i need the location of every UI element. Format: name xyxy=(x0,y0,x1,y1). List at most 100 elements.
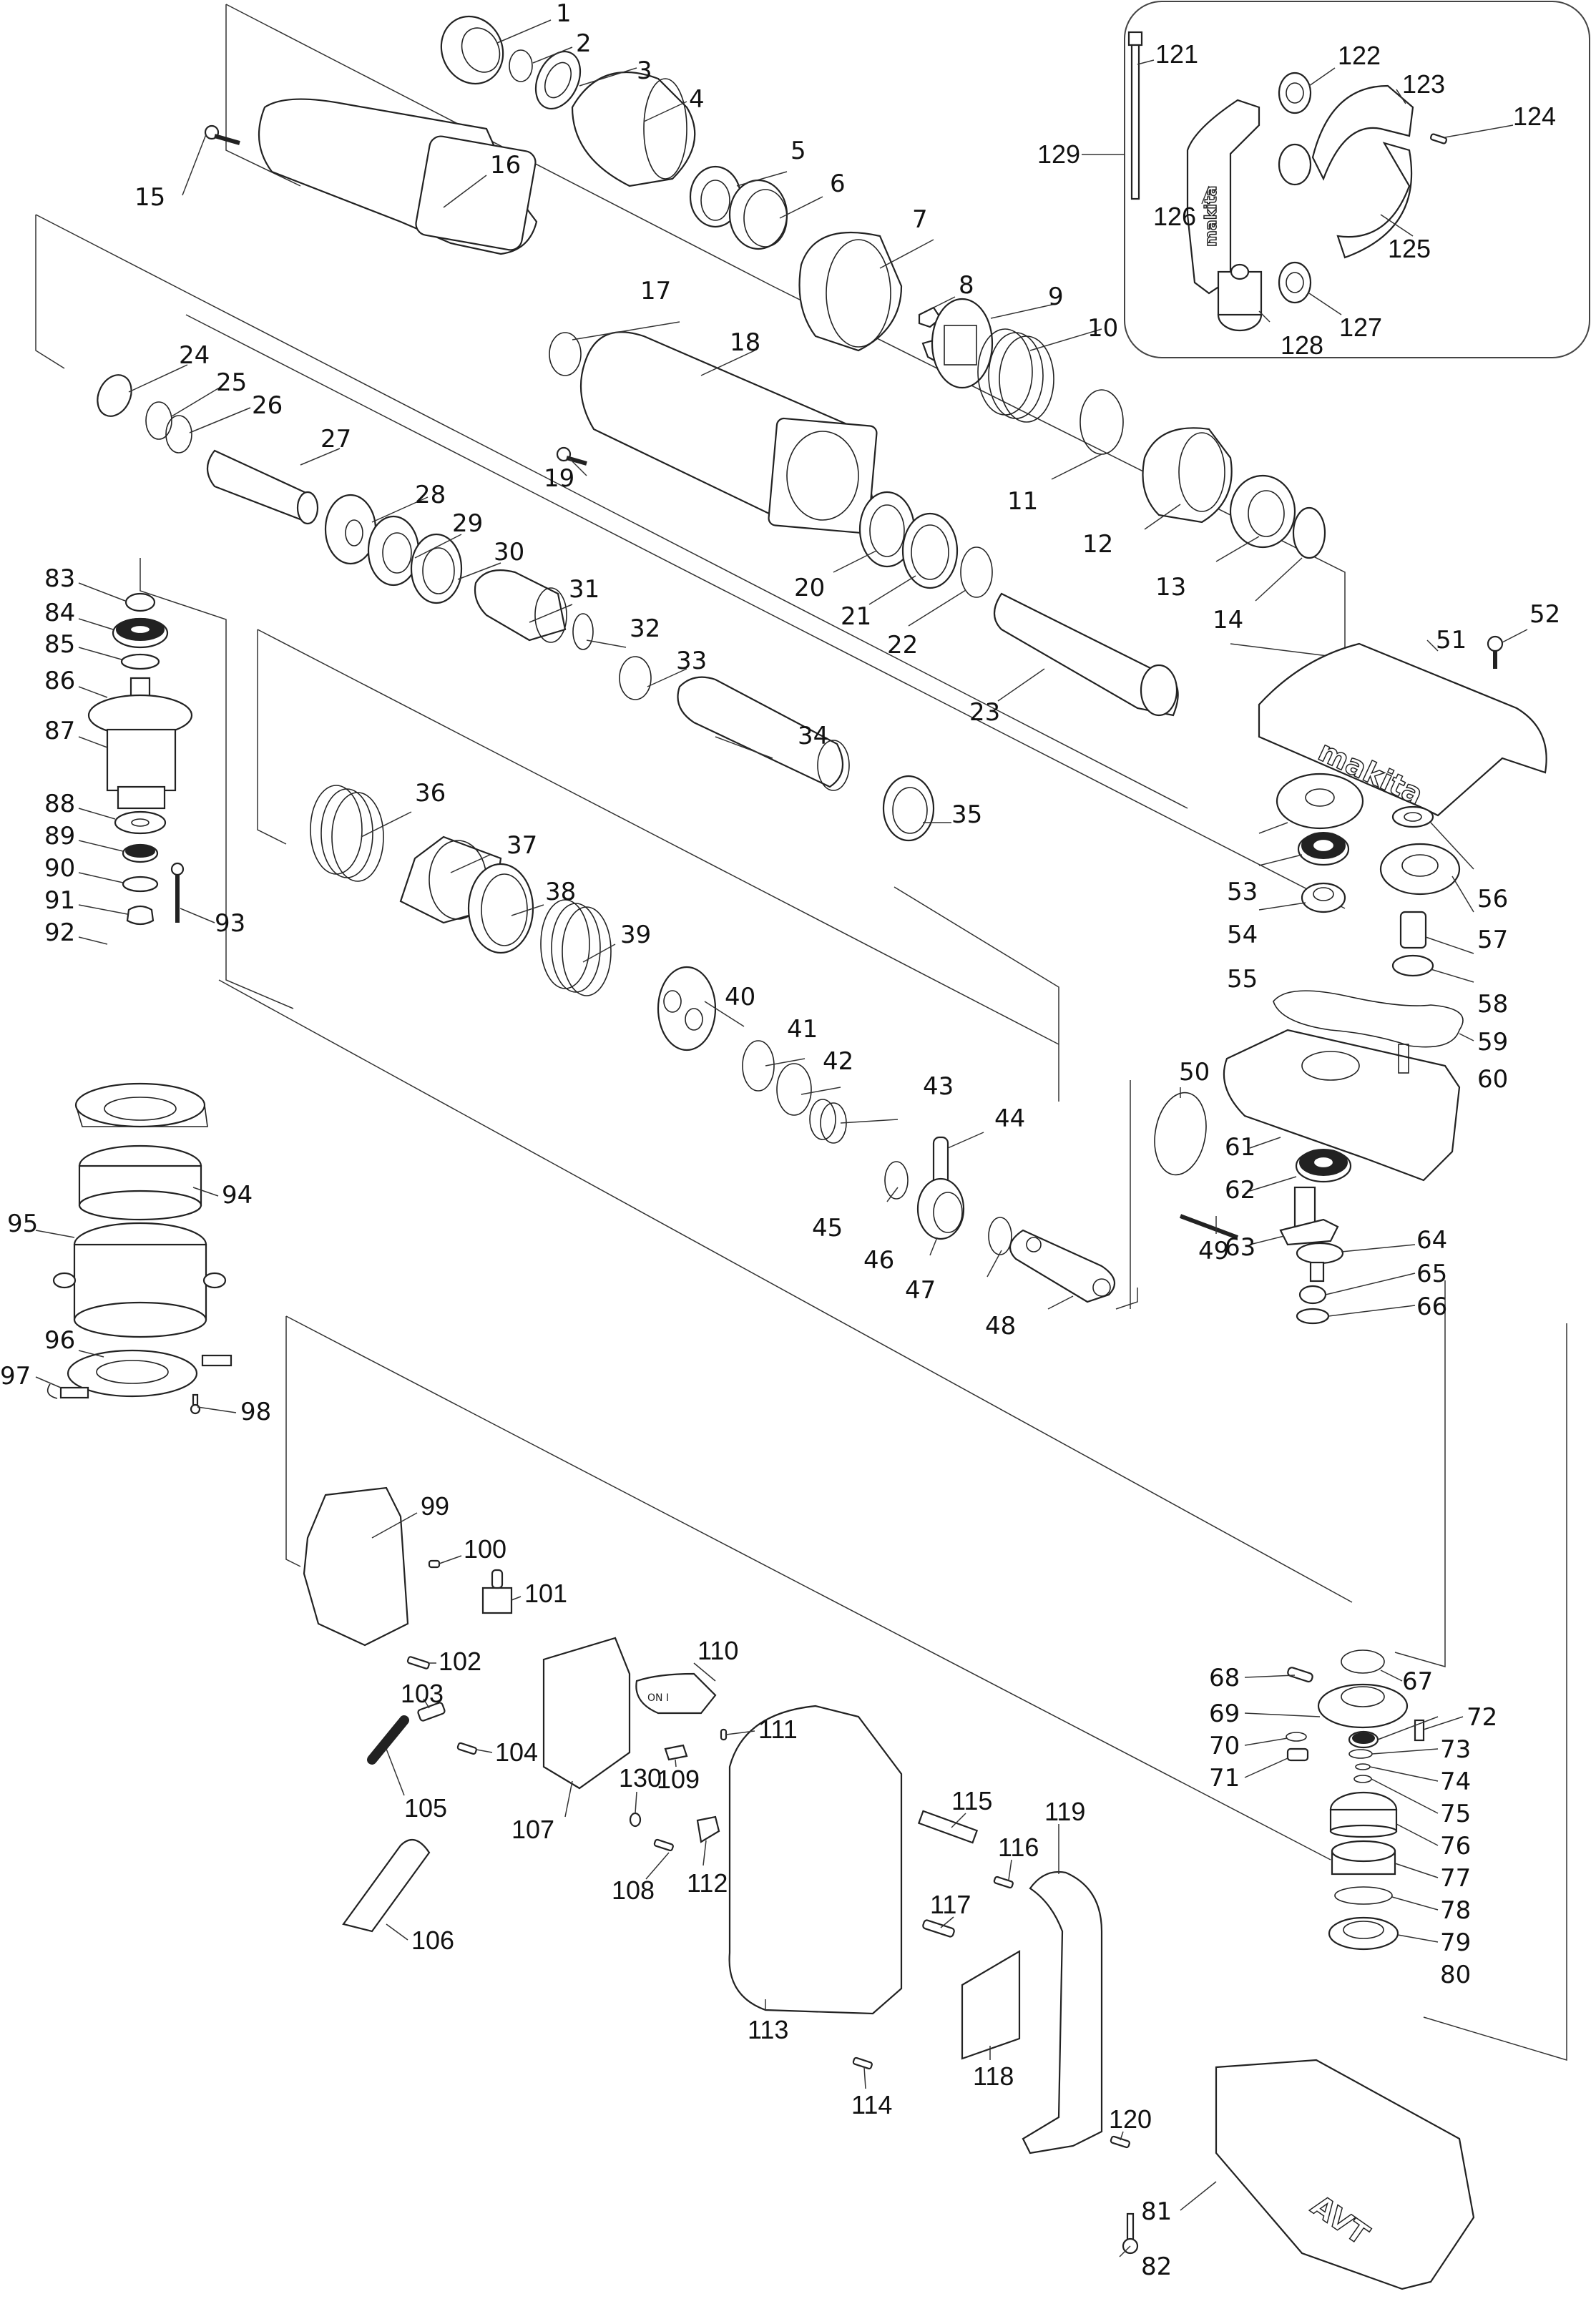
part-shape-111 xyxy=(720,1728,728,1741)
callout-66: 66 xyxy=(1416,1293,1447,1321)
part-shape-66 xyxy=(1296,1308,1330,1325)
callout-49: 49 xyxy=(1198,1237,1229,1265)
part-shape-49 xyxy=(1179,1214,1239,1240)
part-shape-53 xyxy=(1276,773,1364,830)
callout-103: 103 xyxy=(401,1679,444,1708)
part-shape-90 xyxy=(122,876,159,893)
callout-130: 130 xyxy=(619,1763,662,1793)
callout-78: 78 xyxy=(1440,1896,1471,1925)
callout-22: 22 xyxy=(887,631,918,660)
callout-19: 19 xyxy=(544,464,574,493)
part-shape-32 xyxy=(572,613,594,650)
part-shape-116 xyxy=(993,1876,1014,1889)
callout-124: 124 xyxy=(1513,102,1556,131)
part-shape-83 xyxy=(124,592,156,612)
callout-94: 94 xyxy=(222,1181,253,1210)
callout-93: 93 xyxy=(215,909,245,938)
callout-21: 21 xyxy=(841,602,871,631)
part-shape-50 xyxy=(1154,1092,1207,1176)
callout-115: 115 xyxy=(951,1786,992,1815)
part-shape-52 xyxy=(1487,635,1504,669)
callout-72: 72 xyxy=(1467,1703,1497,1732)
part-shape-30 xyxy=(410,533,463,604)
part-shape-14 xyxy=(1292,506,1326,559)
group-outline-base-right xyxy=(1423,1323,1567,2061)
callout-60: 60 xyxy=(1477,1065,1508,1094)
group-outline-front xyxy=(225,4,301,187)
part-shape-12 xyxy=(1142,427,1233,524)
part-shape-3 xyxy=(534,51,582,109)
part-shape-11 xyxy=(1079,389,1124,455)
group-outline-piston xyxy=(257,629,287,845)
callout-104: 104 xyxy=(495,1737,538,1767)
part-shape-27 xyxy=(206,449,319,525)
part-shape-79 xyxy=(1334,1886,1393,1905)
callout-36: 36 xyxy=(415,779,446,808)
callout-33: 33 xyxy=(676,647,707,675)
callout-54: 54 xyxy=(1227,921,1258,949)
part-shape-110: ON I xyxy=(635,1672,717,1715)
callout-16: 16 xyxy=(490,151,521,180)
part-shape-74 xyxy=(1348,1749,1373,1759)
part-shape-91 xyxy=(126,905,155,926)
part-shape-31 xyxy=(474,569,567,643)
callout-73: 73 xyxy=(1440,1735,1471,1764)
part-shape-87 xyxy=(106,728,177,810)
callout-12: 12 xyxy=(1082,530,1113,559)
callout-125: 125 xyxy=(1388,234,1431,263)
callout-51: 51 xyxy=(1436,626,1467,654)
callout-116: 116 xyxy=(998,1833,1039,1862)
callout-9: 9 xyxy=(1048,283,1064,311)
group-outline-barrel-top xyxy=(35,214,1188,809)
callout-118: 118 xyxy=(973,2061,1014,2091)
part-shape-26 xyxy=(165,415,192,453)
part-shape-63 xyxy=(1279,1186,1339,1246)
callout-74: 74 xyxy=(1440,1767,1471,1796)
callout-13: 13 xyxy=(1155,573,1186,602)
part-shape-84 xyxy=(112,617,169,649)
callout-127: 127 xyxy=(1339,313,1382,342)
part-shape-62 xyxy=(1295,1149,1352,1183)
part-shape-39 xyxy=(540,899,612,996)
callout-80: 80 xyxy=(1440,1961,1471,1989)
part-shape-38 xyxy=(467,863,534,954)
part-shape-127 xyxy=(1278,261,1312,304)
part-shape-35 xyxy=(882,775,935,842)
part-shape-100 xyxy=(428,1559,441,1569)
part-shape-98 xyxy=(190,1393,201,1415)
callout-102: 102 xyxy=(439,1647,481,1676)
part-shape-88 xyxy=(114,810,167,835)
part-shape-18 xyxy=(579,331,878,534)
callout-45: 45 xyxy=(812,1214,843,1242)
callout-108: 108 xyxy=(612,1876,655,1905)
callout-114: 114 xyxy=(851,2090,892,2119)
part-shape-58 xyxy=(1399,911,1427,949)
part-shape-77 xyxy=(1329,1791,1398,1838)
callout-57: 57 xyxy=(1477,926,1508,954)
callout-38: 38 xyxy=(545,878,576,906)
callout-32: 32 xyxy=(630,614,660,643)
callout-58: 58 xyxy=(1477,990,1508,1019)
switch-on-marking: ON I xyxy=(647,1692,669,1704)
callout-68: 68 xyxy=(1209,1664,1240,1692)
part-shape-109 xyxy=(664,1744,688,1761)
callout-109: 109 xyxy=(657,1765,700,1794)
callout-43: 43 xyxy=(923,1072,954,1101)
callout-112: 112 xyxy=(687,1868,728,1898)
callout-27: 27 xyxy=(320,425,351,453)
callout-91: 91 xyxy=(44,886,75,915)
part-shape-89 xyxy=(122,843,159,863)
part-shape-47 xyxy=(988,1217,1012,1255)
callout-55: 55 xyxy=(1227,965,1258,994)
part-shape-96 xyxy=(67,1349,198,1398)
callout-50: 50 xyxy=(1179,1058,1210,1087)
part-shape-108 xyxy=(653,1838,674,1852)
part-shape-86 xyxy=(87,677,193,737)
callout-15: 15 xyxy=(134,183,165,212)
part-shape-125 xyxy=(1336,142,1413,259)
callout-86: 86 xyxy=(44,667,75,695)
part-shape-107 xyxy=(542,1637,631,1790)
part-shape-80 xyxy=(1328,1916,1399,1951)
group-outline-piston-right xyxy=(894,886,1059,1102)
part-shape-124 xyxy=(1429,133,1448,144)
